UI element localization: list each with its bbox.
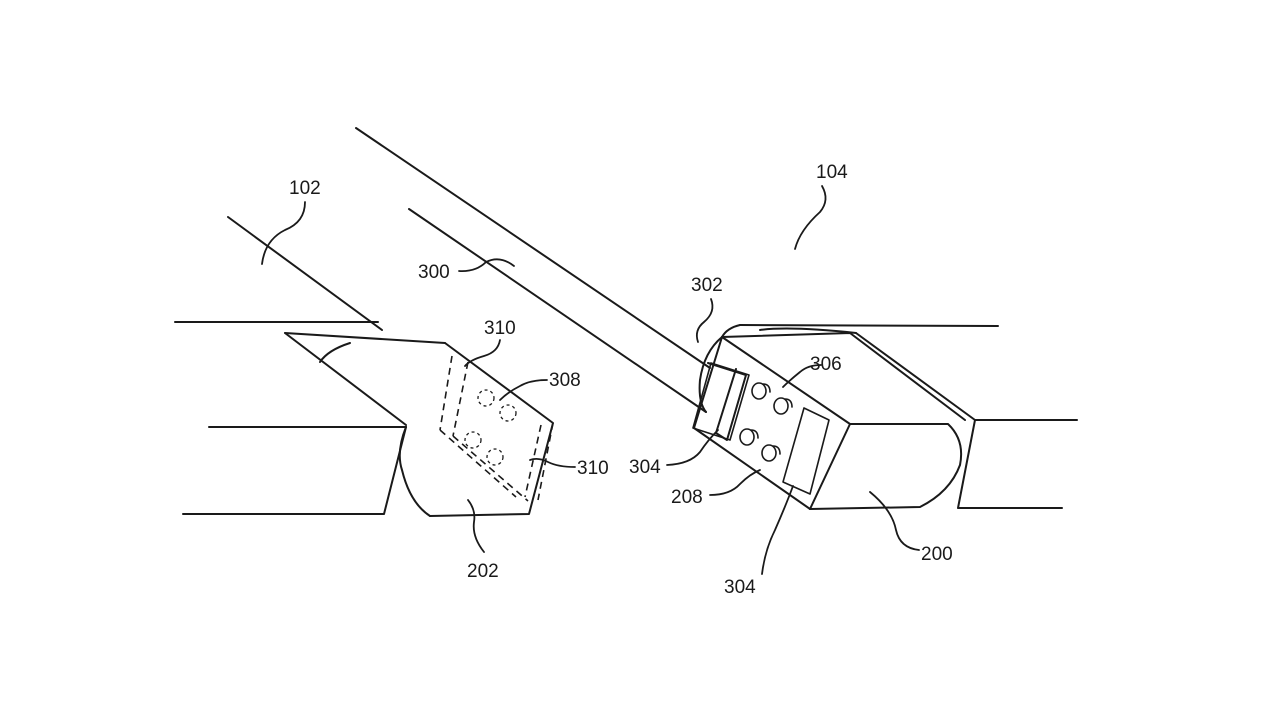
left-device-body	[174, 216, 446, 515]
label-202: 202	[467, 561, 499, 582]
label-310-bottom: 310	[577, 458, 609, 479]
label-102: 102	[289, 178, 321, 199]
label-302: 302	[691, 275, 723, 296]
contact-pins-306	[739, 382, 793, 462]
label-308: 308	[549, 370, 581, 391]
label-208: 208	[671, 487, 703, 508]
connector-202	[319, 342, 554, 517]
reference-numerals: 102 104 300 302 310 308 306 310 304 208 …	[289, 162, 953, 598]
label-104: 104	[816, 162, 848, 183]
label-306: 306	[810, 354, 842, 375]
cable-300	[355, 127, 711, 413]
label-304-bottom: 304	[724, 577, 756, 598]
label-310-top: 310	[484, 318, 516, 339]
label-300: 300	[418, 262, 450, 283]
label-304-left: 304	[629, 457, 661, 478]
label-200: 200	[921, 544, 953, 565]
leader-lines	[261, 185, 920, 575]
connector-200	[692, 324, 1078, 510]
